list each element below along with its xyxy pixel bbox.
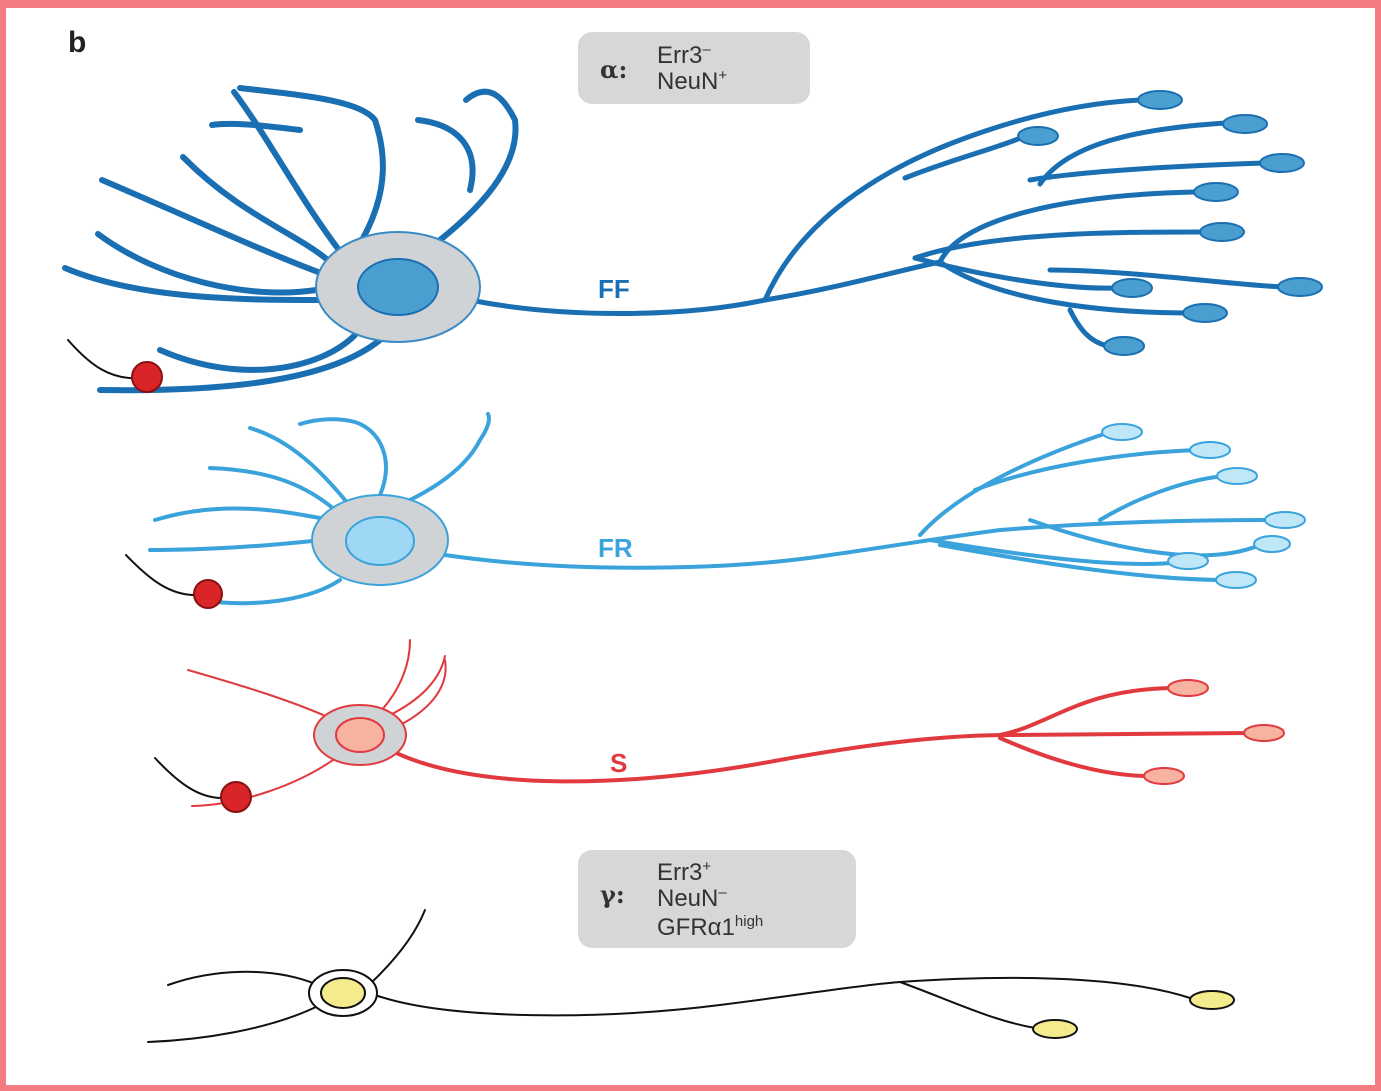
ff-terminal — [1183, 304, 1227, 322]
fr-nucleus — [346, 517, 414, 565]
fr-terminal — [1168, 553, 1208, 569]
gamma-gfra1-sup: high — [735, 913, 763, 930]
ff-afferent-fiber — [68, 340, 140, 378]
fr-label: FR — [598, 533, 633, 563]
fr-terminal — [1265, 512, 1305, 528]
s-afferent-terminal — [221, 782, 251, 812]
s-label: S — [610, 748, 627, 778]
fr-terminal — [1216, 572, 1256, 588]
s-terminal — [1168, 680, 1208, 696]
gamma-err3-text: Err3 — [657, 859, 702, 886]
fr-terminal — [1190, 442, 1230, 458]
ff-label: FF — [598, 274, 630, 304]
fr-dendrites — [150, 414, 489, 603]
ff-terminal — [1104, 337, 1144, 355]
fr-terminal — [1254, 536, 1290, 552]
gamma-neun-sup: – — [718, 884, 727, 901]
gamma-dendrite — [372, 910, 425, 982]
gamma-badge-line2: NeuN– — [657, 884, 727, 912]
gamma-gfra1-text: GFRα1 — [657, 914, 735, 941]
alpha-badge: α: Err3– NeuN+ — [578, 32, 810, 104]
alpha-neun-text: NeuN — [657, 68, 718, 95]
ff-terminal — [1138, 91, 1182, 109]
s-terminal — [1244, 725, 1284, 741]
alpha-neun-sup: + — [718, 67, 727, 84]
gamma-neun-text: NeuN — [657, 885, 718, 912]
ff-afferent-terminal — [132, 362, 162, 392]
gamma-terminal — [1190, 991, 1234, 1009]
alpha-badge-line2: NeuN+ — [657, 67, 727, 95]
gamma-badge: γ: Err3+ NeuN– GFRα1high — [578, 850, 856, 948]
gamma-axon-branch — [900, 982, 1035, 1028]
ff-terminal — [1018, 127, 1058, 145]
ff-terminal — [1200, 223, 1244, 241]
gamma-dendrite — [148, 1005, 320, 1042]
fr-neuron — [126, 414, 1305, 608]
ff-terminal — [1223, 115, 1267, 133]
ff-axon — [470, 100, 1285, 346]
fr-terminal — [1217, 468, 1257, 484]
ff-terminal — [1278, 278, 1322, 296]
gamma-dendrite — [168, 972, 318, 985]
s-nucleus — [336, 718, 384, 752]
ff-terminal — [1194, 183, 1238, 201]
fr-afferent-terminal — [194, 580, 222, 608]
ff-neuron — [65, 88, 1322, 392]
fr-axon — [445, 432, 1270, 580]
alpha-badge-symbol: α: — [600, 55, 627, 84]
ff-dendrites — [65, 88, 516, 390]
ff-nucleus — [358, 259, 438, 315]
fr-terminal — [1102, 424, 1142, 440]
alpha-err3-text: Err3 — [657, 42, 702, 69]
panel-label: b — [68, 26, 86, 59]
gamma-terminal — [1033, 1020, 1077, 1038]
gamma-axon — [378, 978, 1190, 1015]
fr-afferent-fiber — [126, 555, 195, 595]
alpha-err3-sup: – — [702, 41, 711, 58]
s-afferent-fiber — [155, 758, 222, 798]
gamma-badge-symbol: γ: — [600, 880, 625, 909]
gamma-nucleus — [321, 978, 365, 1008]
gamma-err3-sup: + — [702, 858, 711, 875]
s-terminal — [1144, 768, 1184, 784]
s-neuron — [155, 640, 1284, 812]
s-axon — [390, 688, 1250, 781]
ff-terminal — [1260, 154, 1304, 172]
ff-terminal — [1112, 279, 1152, 297]
